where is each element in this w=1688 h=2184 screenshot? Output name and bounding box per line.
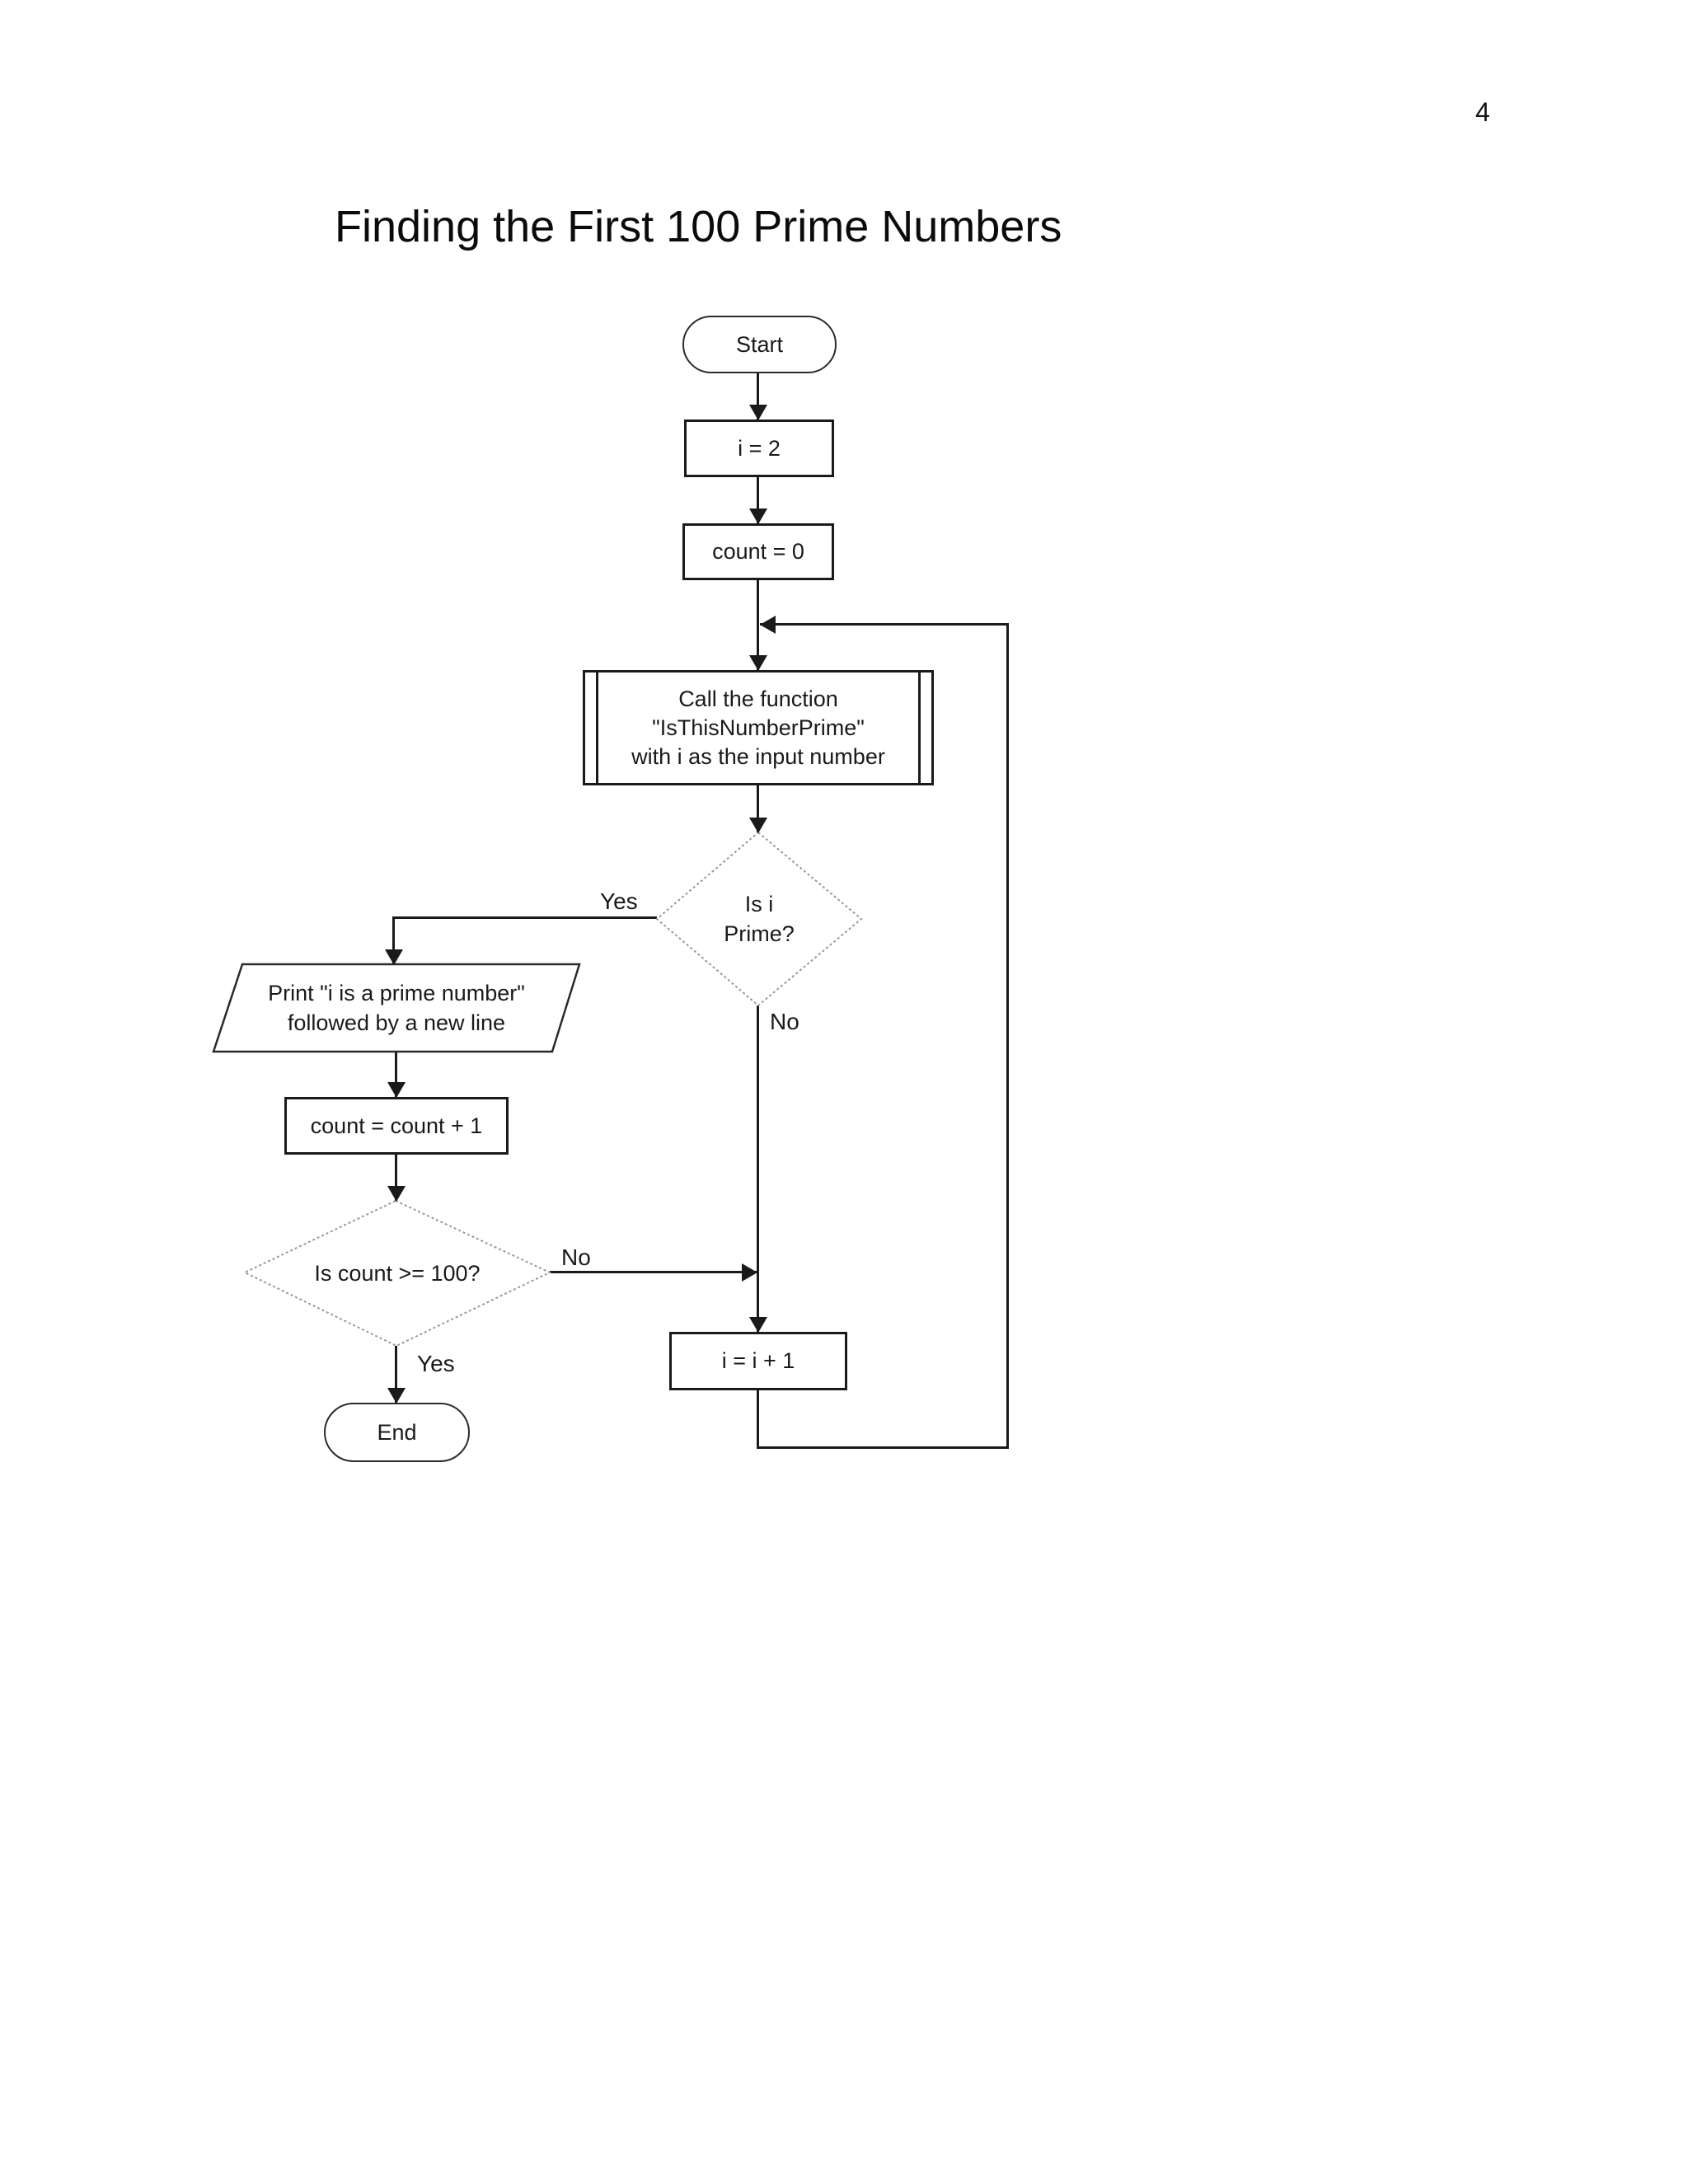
connector-seti-to-setcount [757, 477, 759, 523]
decision-is-i-prime: Is i Prime? [655, 831, 863, 1007]
end-terminator: End [324, 1403, 470, 1462]
start-terminator: Start [682, 316, 837, 373]
arrowhead-into-iscount [387, 1186, 406, 1202]
connector-loop-right [1006, 623, 1009, 1448]
connector-loop-bottom [757, 1446, 1009, 1449]
connector-count-no-horizontal [550, 1271, 757, 1273]
inc-i-label: i = i + 1 [721, 1348, 795, 1373]
decision-is-i-prime-shape [655, 831, 863, 1007]
arrowhead-into-isprime [749, 818, 767, 833]
io-print-prime-shape [212, 963, 581, 1053]
call-function-line3: with i as the input number [631, 743, 885, 769]
predefined-right-bar [918, 673, 921, 783]
connector-start-to-seti [757, 373, 759, 419]
is-i-prime-line2: Prime? [724, 921, 795, 946]
set-count-label: count = 0 [712, 539, 804, 564]
set-i-label: i = 2 [738, 435, 781, 461]
arrowhead-into-inccount [387, 1082, 406, 1098]
connector-print-to-inccount [395, 1050, 397, 1097]
connector-setcount-to-call [757, 580, 759, 670]
arrowhead-into-print [385, 949, 403, 965]
is-i-prime-line1: Is i [744, 892, 774, 916]
process-inc-i: i = i + 1 [669, 1332, 847, 1390]
label-count-yes: Yes [417, 1351, 455, 1376]
connector-call-to-isprime [757, 785, 759, 832]
connector-count-yes-vertical [395, 1346, 397, 1403]
connector-prime-yes-vertical [392, 916, 395, 964]
print-prime-line1: Print "i is a prime number" [268, 981, 525, 1005]
io-print-prime: Print "i is a prime number" followed by … [210, 962, 583, 1054]
inc-count-label: count = count + 1 [310, 1113, 483, 1138]
process-inc-count: count = count + 1 [284, 1097, 509, 1155]
start-label: Start [735, 331, 784, 357]
decision-is-count-100-shape [243, 1199, 551, 1347]
label-prime-yes: Yes [600, 888, 638, 914]
label-prime-no: No [770, 1009, 799, 1034]
is-count-100-label: Is count >= 100? [314, 1261, 481, 1286]
process-set-i: i = 2 [684, 419, 834, 477]
decision-is-count-100: Is count >= 100? [243, 1199, 551, 1347]
predefined-left-bar [596, 673, 598, 783]
connector-prime-yes-horizontal [393, 916, 657, 919]
predefined-process-call-function: Call the function "IsThisNumberPrime" wi… [583, 670, 934, 785]
arrowhead-into-call [749, 655, 767, 671]
connector-prime-no-vertical [757, 1005, 759, 1332]
print-prime-line2: followed by a new line [287, 1010, 506, 1035]
connector-inccount-to-iscount [395, 1155, 397, 1201]
page-title: Finding the First 100 Prime Numbers [335, 202, 1062, 251]
diamond-outline [243, 1199, 551, 1347]
page-number: 4 [1475, 97, 1490, 127]
call-function-line1: Call the function [678, 686, 838, 711]
arrowhead-into-setcount [749, 509, 767, 524]
diamond-outline [655, 831, 863, 1007]
process-set-count: count = 0 [682, 523, 834, 580]
arrowhead-into-end [387, 1388, 406, 1404]
arrowhead-count-no [742, 1263, 757, 1282]
connector-loop-top [760, 623, 1008, 626]
connector-inci-down [757, 1390, 759, 1448]
label-count-no: No [561, 1244, 591, 1270]
arrowhead-into-inci [749, 1317, 767, 1333]
call-function-line2: "IsThisNumberPrime" [652, 715, 865, 740]
arrowhead-into-seti [749, 405, 767, 420]
parallelogram-outline [212, 963, 581, 1053]
end-label: End [377, 1419, 417, 1445]
arrowhead-loop-into-call-line [760, 616, 776, 634]
